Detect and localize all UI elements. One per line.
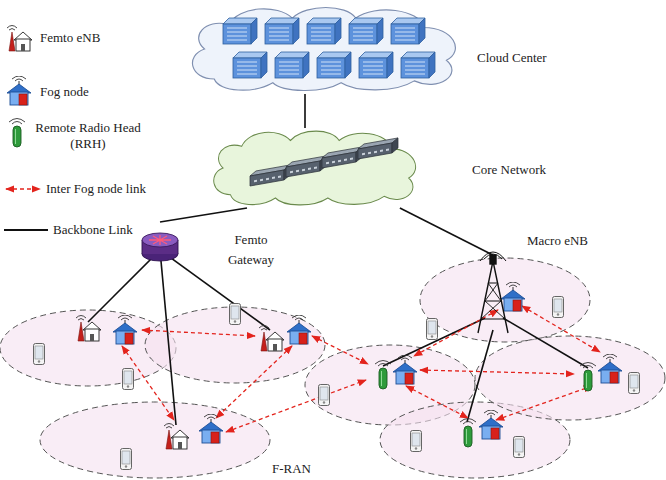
server-building <box>223 18 257 44</box>
fog-node <box>113 315 137 344</box>
region-label: F-RAN <box>272 461 311 477</box>
inter-fog-link <box>420 370 574 374</box>
fog-node <box>199 414 223 443</box>
server-building <box>233 52 267 78</box>
node-label: Femto Gateway <box>220 230 282 270</box>
node-label: Core Network <box>472 162 546 178</box>
inter-fog-link <box>216 346 292 418</box>
backbone-link <box>88 250 160 322</box>
legend-femto-icon <box>7 26 32 52</box>
phone-icon <box>411 431 422 452</box>
node-shape <box>185 4 575 94</box>
gateway-router: Femto Gateway <box>140 222 260 270</box>
backbone-connector <box>160 208 247 222</box>
macro-cell <box>420 258 590 342</box>
phone-icon <box>427 319 438 340</box>
inter-fog-link <box>312 336 368 364</box>
server-building <box>359 52 393 78</box>
phone-icon <box>319 385 330 406</box>
node-label: Macro eNB <box>527 233 588 249</box>
phone-icon <box>629 373 640 394</box>
femto-enb <box>164 424 189 450</box>
core-network: Core Network <box>208 128 598 208</box>
legend-rrh-icon <box>9 119 25 148</box>
phone-icon <box>230 304 241 325</box>
phone-icon <box>514 437 525 458</box>
rrh-antenna <box>460 419 476 448</box>
legend-text: Inter Fog node link <box>46 181 146 197</box>
cloud-shape <box>192 8 455 91</box>
inter-fog-link <box>142 330 255 336</box>
backbone-connector <box>400 208 493 255</box>
network-switch <box>250 165 290 186</box>
legend-text: Fog node <box>40 84 89 100</box>
legend-backbone-sample <box>4 229 48 231</box>
server-building <box>265 18 299 44</box>
fog-node <box>501 282 525 311</box>
inter-fog-link <box>122 346 174 420</box>
server-building <box>349 18 383 44</box>
network-switch <box>322 147 362 168</box>
legend-text: Femto eNB <box>40 30 100 46</box>
fog-node <box>393 355 417 384</box>
inter-fog-link <box>226 380 366 432</box>
phone-icon <box>34 344 45 365</box>
cloud-shape <box>214 131 416 205</box>
rrh-antenna <box>580 363 596 392</box>
rrh-antenna <box>375 361 391 390</box>
legend-fog-icon <box>7 76 31 105</box>
inter-fog-link <box>414 310 498 356</box>
server-building <box>317 52 351 78</box>
backbone-link <box>503 318 588 368</box>
node-shape <box>470 255 590 335</box>
legend-fog-link-sample <box>6 188 40 189</box>
network-switch <box>358 138 398 159</box>
femto-enb <box>259 326 284 352</box>
backbone-link <box>383 318 485 366</box>
server-building <box>275 52 309 78</box>
fog-node <box>479 410 503 439</box>
phone-icon <box>121 449 132 470</box>
router-icon <box>142 233 178 261</box>
femto-cell <box>40 402 270 478</box>
phone-icon <box>123 369 134 390</box>
rrh-cell <box>475 336 665 420</box>
macro-tower: Macro eNB <box>470 255 590 335</box>
backbone-connector <box>304 94 306 128</box>
server-building <box>307 18 341 44</box>
legend-text: Backbone Link <box>53 222 133 238</box>
server-building <box>401 52 435 78</box>
inter-fog-link <box>406 386 468 418</box>
cloud-center: Cloud Center <box>185 4 575 94</box>
phone-icon <box>553 297 564 318</box>
fog-node <box>598 354 622 383</box>
femto-enb <box>76 316 101 342</box>
tower-icon <box>478 252 508 333</box>
backbone-link <box>467 330 493 422</box>
inter-fog-link <box>496 386 592 420</box>
node-label: Cloud Center <box>477 50 547 66</box>
backbone-link <box>160 250 176 425</box>
legend-text: Remote Radio Head (RRH) <box>32 120 144 153</box>
server-building <box>391 18 425 44</box>
fog-node <box>287 315 311 344</box>
network-switch <box>286 156 326 177</box>
